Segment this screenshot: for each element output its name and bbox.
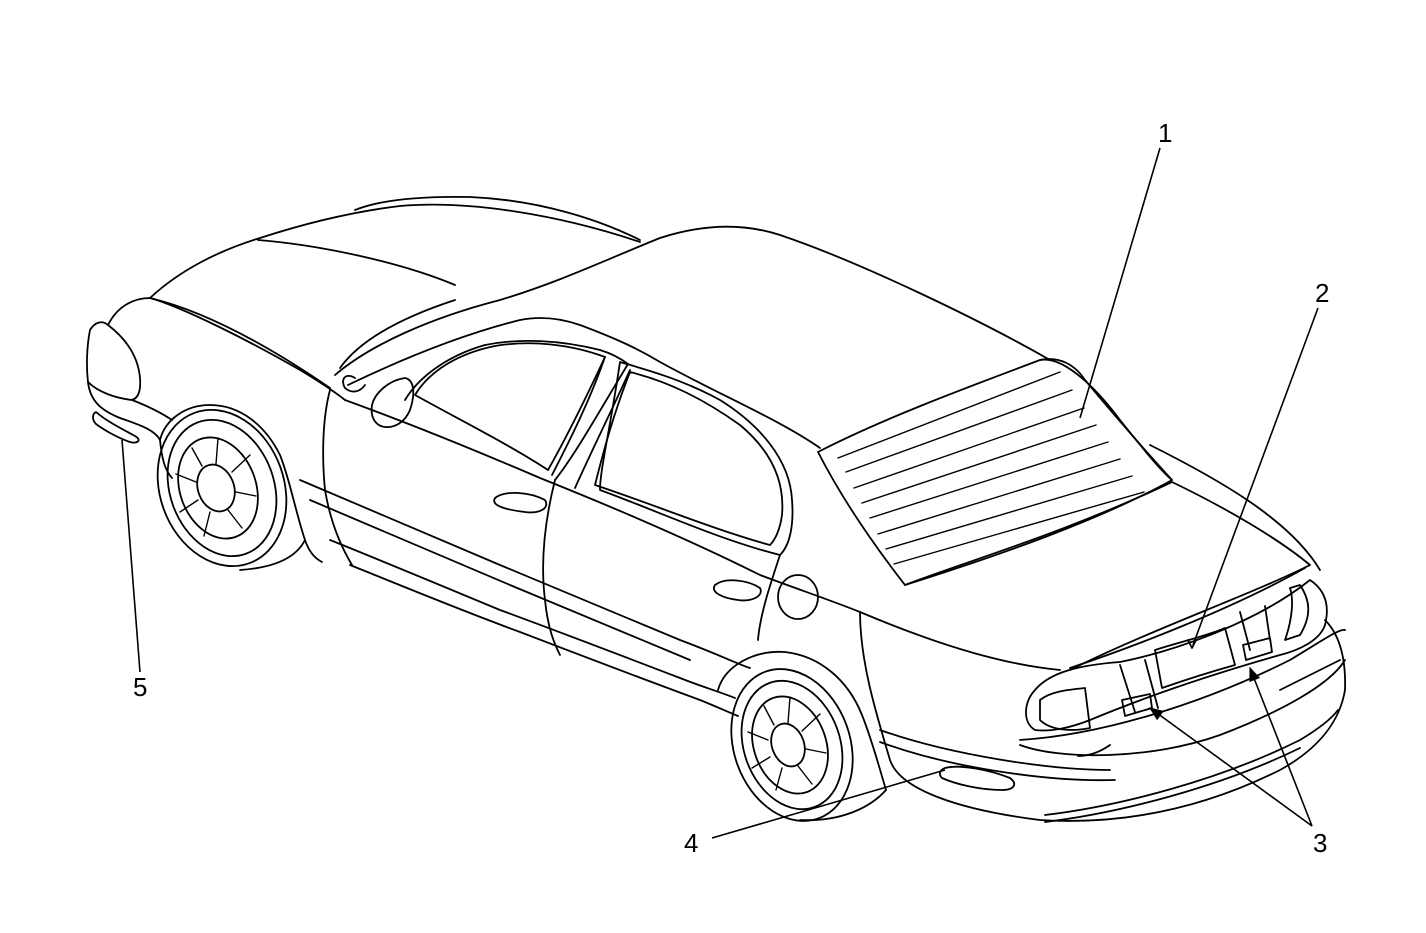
- leader-5: [121, 439, 141, 673]
- car-body: [86, 195, 1346, 823]
- callout-1: 1: [1158, 118, 1172, 148]
- leader-2: [1192, 307, 1319, 646]
- callout-3: 3: [1313, 828, 1327, 858]
- leader-lines: [121, 147, 1319, 839]
- callout-2: 2: [1315, 278, 1329, 308]
- leader-3a: [1148, 707, 1313, 827]
- callout-5: 5: [133, 672, 147, 702]
- leader-3b: [1249, 666, 1313, 827]
- callouts: 1 2 3 4 5: [133, 118, 1329, 858]
- leader-1: [1079, 147, 1161, 419]
- leader-4: [711, 769, 946, 839]
- callout-4: 4: [684, 828, 698, 858]
